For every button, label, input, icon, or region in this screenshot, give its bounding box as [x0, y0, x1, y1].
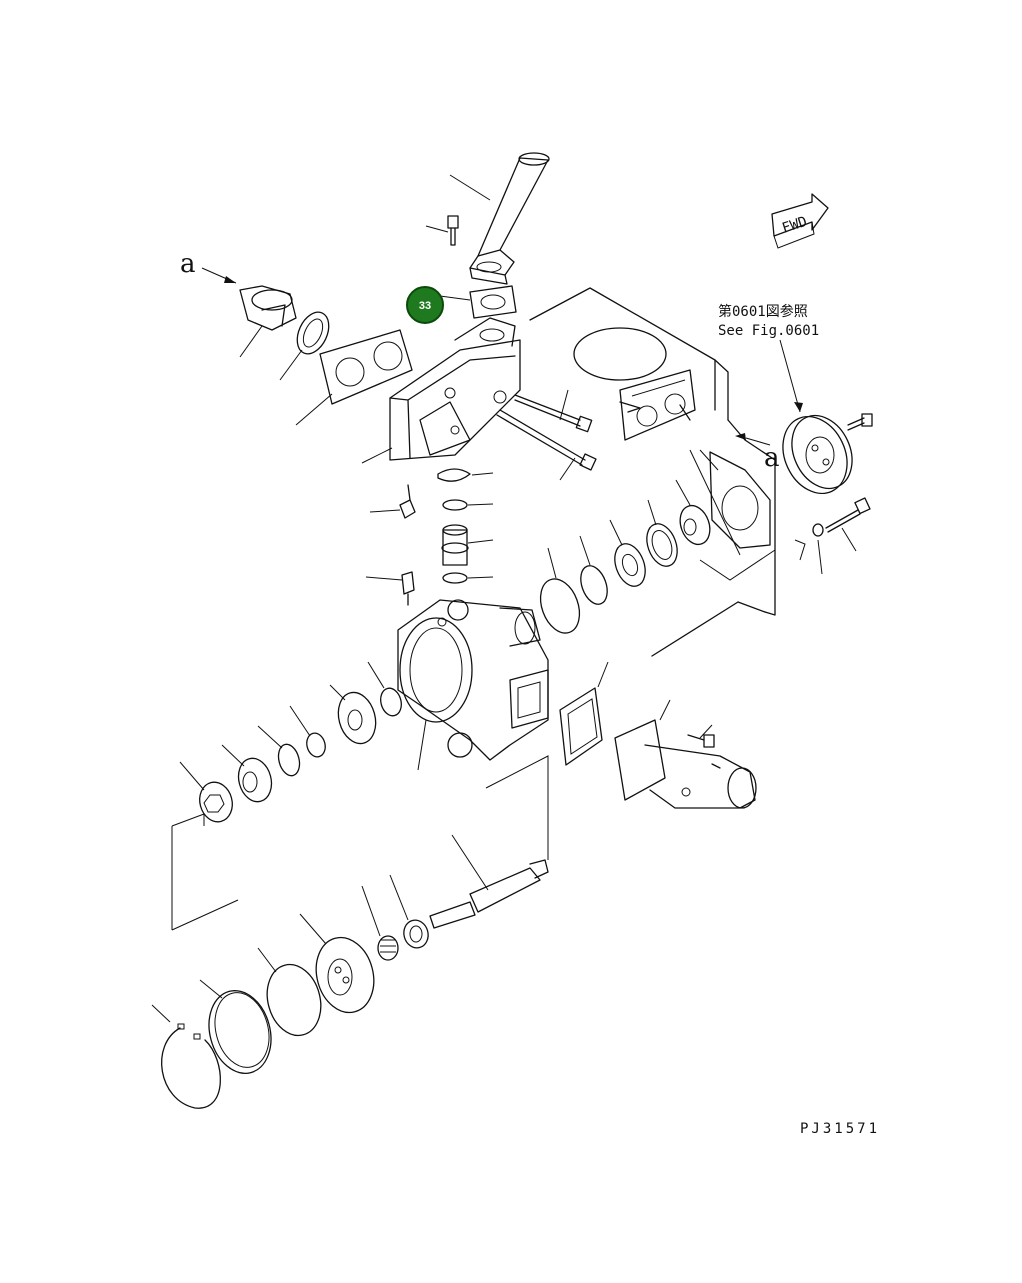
arrow-line	[745, 437, 771, 446]
seal-unit	[337, 691, 377, 745]
leader-line	[257, 947, 277, 973]
leader-line	[361, 447, 393, 464]
leader-line	[559, 457, 576, 481]
leader-line	[659, 699, 671, 721]
leader-line	[151, 1004, 171, 1023]
leader-line	[367, 661, 385, 689]
o-ring	[580, 565, 608, 605]
leader-line	[279, 349, 303, 381]
leader-line	[239, 325, 263, 358]
gasket-square	[559, 687, 603, 766]
leader-line	[257, 725, 283, 749]
section-marker-a-right: a	[764, 443, 780, 473]
bracket-line	[485, 755, 549, 860]
leader-line	[699, 449, 719, 471]
seal-ring	[296, 311, 330, 355]
leader-line	[597, 661, 609, 688]
leader-line	[689, 449, 741, 556]
outlet-elbow	[614, 719, 757, 809]
leader-line	[449, 174, 491, 201]
leader-line	[179, 761, 205, 791]
bolt-long	[514, 394, 593, 433]
bearing-caged	[646, 523, 678, 567]
hub	[679, 504, 711, 546]
leader-line	[221, 744, 245, 767]
snap-ring-large	[160, 1023, 222, 1109]
drawing-code: PJ31571	[800, 1121, 880, 1137]
thermostat-housing	[389, 317, 521, 461]
nut	[199, 781, 233, 823]
o-ring-large	[539, 578, 581, 634]
leader-line	[675, 479, 691, 506]
gasket-twin	[319, 329, 413, 405]
arrow-head-icon	[224, 276, 236, 283]
section-marker-a-left: a	[180, 249, 196, 279]
elbow-pipe	[469, 152, 550, 285]
leader-line	[579, 535, 591, 566]
leader-line	[289, 705, 311, 737]
mechanical-seal	[403, 919, 429, 949]
leader-line	[417, 719, 427, 771]
leader-line	[295, 393, 333, 426]
leader-line	[609, 519, 623, 546]
gear-case	[529, 287, 776, 657]
leader-line	[389, 874, 409, 921]
o-ring-stack	[437, 468, 471, 584]
leader-line	[817, 539, 823, 575]
leader-line	[467, 576, 494, 579]
sensor-fitting	[401, 571, 415, 606]
bolt	[847, 413, 873, 431]
bolt	[687, 734, 715, 748]
thermostat-housing-part	[239, 285, 297, 331]
leader-line	[841, 527, 857, 552]
leader-line	[361, 885, 381, 937]
leader-line	[559, 389, 569, 421]
bolt-long	[496, 409, 597, 471]
callout-33-circle[interactable]	[406, 286, 444, 324]
pulley	[782, 414, 853, 495]
pump-shaft	[429, 859, 549, 929]
bearing	[614, 543, 646, 587]
bracket-line	[794, 539, 806, 561]
fwd-direction-arrow: FWD	[771, 193, 829, 249]
spacer	[306, 732, 326, 758]
bolt-washer	[812, 497, 871, 537]
leader-line	[365, 576, 403, 581]
bearing-left	[237, 757, 273, 803]
callout-33[interactable]: 33	[406, 286, 444, 324]
reference-label-jp: 第0601図参照	[718, 303, 808, 320]
bracket-line	[171, 813, 205, 827]
seal-spring	[377, 935, 399, 961]
bolt	[447, 215, 459, 246]
o-ring-cover	[266, 963, 322, 1037]
leader-line	[299, 913, 327, 945]
leader-line	[425, 225, 449, 233]
cover-plate	[208, 990, 272, 1074]
arrow-head-icon	[735, 433, 746, 440]
leader-line	[647, 499, 657, 526]
leader-line	[369, 509, 401, 513]
leader-line	[471, 472, 494, 476]
leader-line	[199, 979, 223, 999]
leader-line	[439, 295, 471, 301]
reference-label-en: See Fig.0601	[718, 323, 819, 339]
leader-line	[547, 547, 557, 579]
bracket-line	[171, 899, 239, 931]
leader-line	[467, 503, 494, 506]
snap-ring	[277, 743, 301, 777]
leader-line	[451, 834, 489, 891]
fwd-label: FWD	[780, 214, 809, 237]
reference-arrow	[779, 339, 801, 413]
pump-housing	[397, 599, 549, 761]
callout-33-label[interactable]: 33	[419, 300, 431, 312]
sensor-fitting	[399, 484, 416, 519]
impeller	[315, 936, 375, 1014]
leader-line	[329, 684, 346, 701]
arrow-head-icon	[794, 402, 803, 412]
gasket	[469, 285, 517, 319]
seal-ring-small	[380, 687, 402, 717]
leader-line	[467, 539, 494, 544]
leader-line	[699, 724, 713, 739]
